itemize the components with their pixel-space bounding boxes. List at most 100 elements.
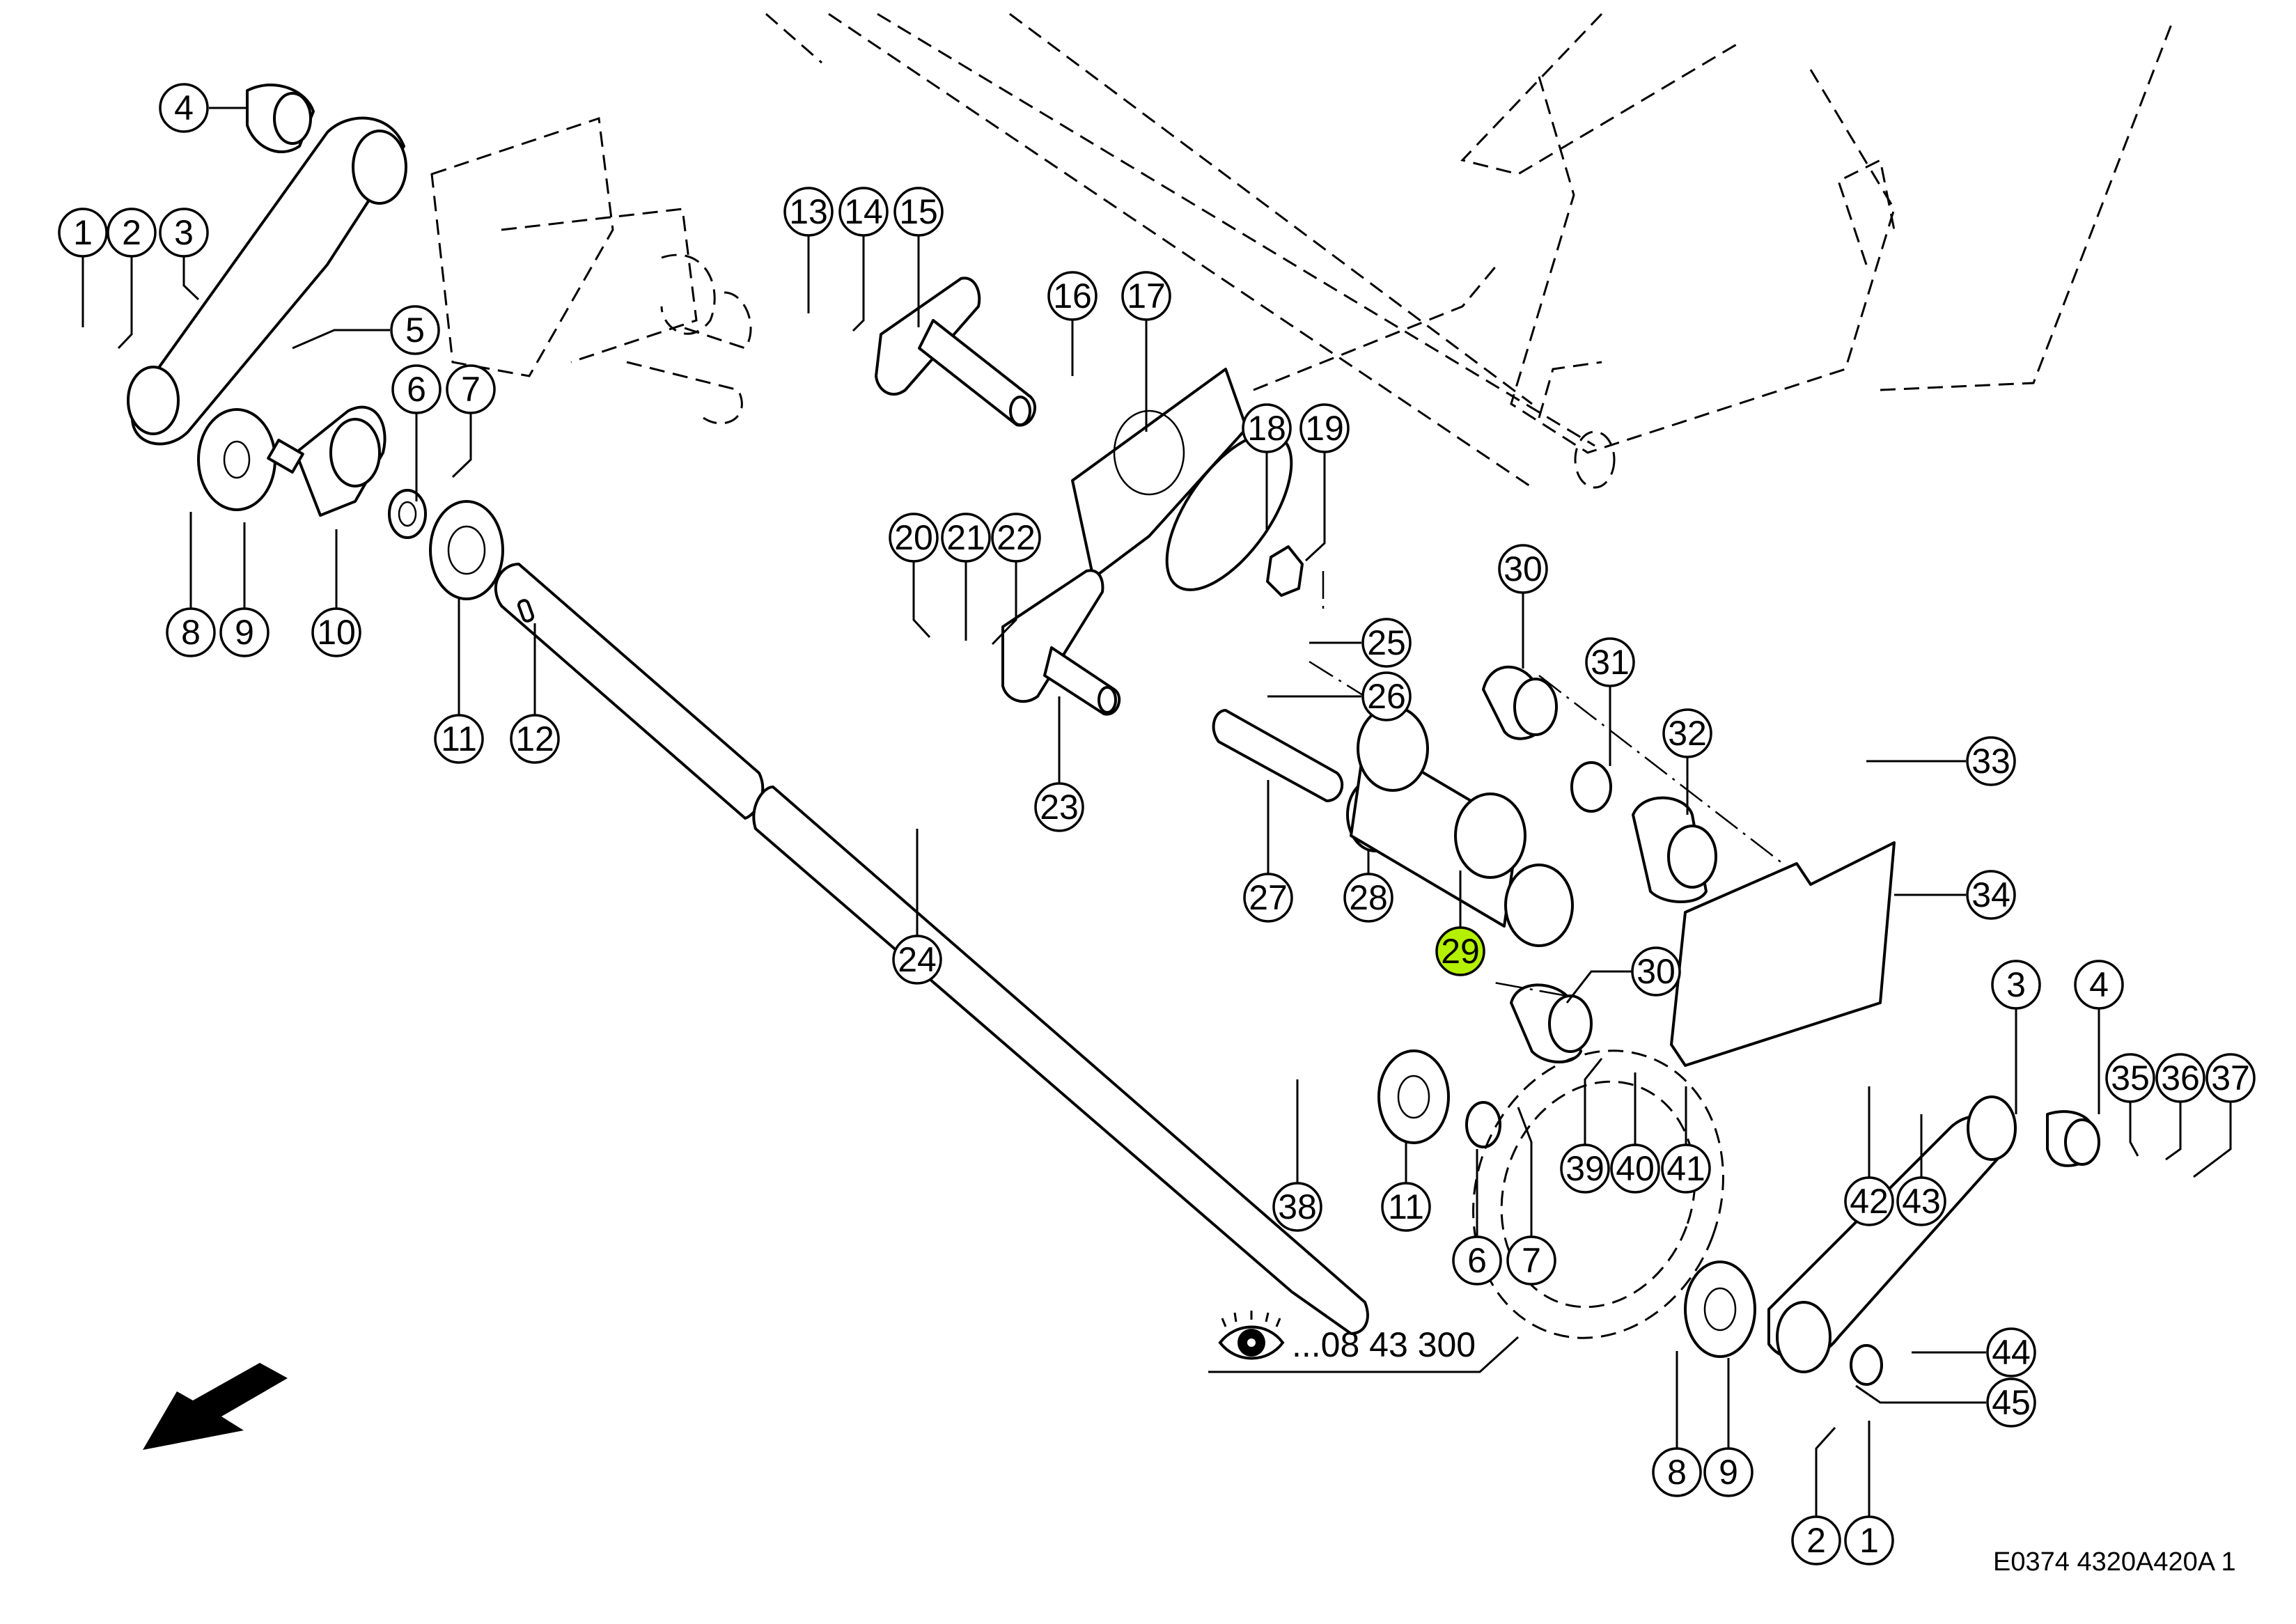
callout-35[interactable]: 35 [2105,1053,2155,1103]
callout-39[interactable]: 39 [1560,1143,1610,1194]
svg-text:16: 16 [1053,276,1092,315]
callout-43[interactable]: 43 [1896,1176,1946,1226]
svg-text:41: 41 [1666,1149,1705,1188]
callout-44[interactable]: 44 [1986,1327,2036,1377]
callout-22[interactable]: 22 [991,513,1041,563]
callout-14[interactable]: 14 [838,187,889,237]
svg-text:31: 31 [1591,643,1630,682]
svg-text:22: 22 [997,518,1036,557]
bearing-6-right [1465,1101,1501,1148]
callout-27[interactable]: 27 [1243,873,1293,923]
callout-3-right[interactable]: 3 [1991,960,2041,1010]
callout-32[interactable]: 32 [1662,708,1712,758]
leader-lines [81,107,2232,1517]
callout-9[interactable]: 9 [219,607,270,657]
lever-arm-left [127,84,407,446]
svg-text:2: 2 [1806,1521,1826,1560]
svg-text:15: 15 [899,192,938,231]
callout-36[interactable]: 36 [2155,1053,2205,1103]
callout-17[interactable]: 17 [1121,271,1171,321]
callout-23[interactable]: 23 [1034,782,1084,832]
callout-31[interactable]: 31 [1585,637,1635,687]
svg-text:14: 14 [844,192,883,231]
eye-icon [1218,1311,1285,1360]
callout-45[interactable]: 45 [1986,1377,2036,1428]
svg-text:29: 29 [1441,932,1480,971]
svg-text:45: 45 [1992,1383,2031,1422]
bearing-flange-11-left [429,500,504,600]
bearing-23 [1001,569,1121,716]
callout-11[interactable]: 11 [434,714,484,764]
callout-16[interactable]: 16 [1047,271,1098,321]
svg-text:13: 13 [789,192,828,231]
pin-27 [1212,709,1344,802]
svg-text:25: 25 [1367,623,1406,662]
callout-19[interactable]: 19 [1299,403,1350,453]
svg-text:30: 30 [1504,549,1543,588]
callout-29-highlighted[interactable]: 29 [1435,926,1485,976]
bearing-flange-9 [197,408,276,511]
callout-42[interactable]: 42 [1844,1176,1894,1226]
svg-text:3: 3 [2006,965,2026,1004]
callout-2-right[interactable]: 2 [1791,1515,1841,1566]
svg-text:21: 21 [946,518,985,557]
callout-6[interactable]: 6 [391,364,442,414]
callout-7-right[interactable]: 7 [1506,1235,1556,1286]
callout-21[interactable]: 21 [941,513,991,563]
callouts: 4 1 2 3 5 6 7 8 9 10 11 12 13 14 15 16 1… [58,83,2256,1566]
callout-13[interactable]: 13 [783,187,834,237]
callout-12[interactable]: 12 [510,714,560,764]
callout-33[interactable]: 33 [1966,736,2016,786]
callout-2[interactable]: 2 [107,208,157,258]
bracket-34 [1670,841,1896,1067]
callout-8[interactable]: 8 [166,607,216,657]
callout-38[interactable]: 38 [1272,1182,1322,1232]
callout-8-right[interactable]: 8 [1652,1447,1702,1497]
callout-11-right[interactable]: 11 [1381,1182,1431,1232]
bushing-32 [1632,796,1717,903]
phantom-frame [430,13,2174,489]
callout-25[interactable]: 25 [1361,618,1412,668]
callout-28[interactable]: 28 [1343,873,1393,923]
svg-text:12: 12 [515,719,554,758]
callout-4[interactable]: 4 [159,83,209,133]
reference-text: ...08 43 300 [1292,1325,1476,1364]
svg-text:42: 42 [1850,1182,1889,1221]
svg-text:6: 6 [1467,1241,1487,1280]
svg-text:11: 11 [1388,1187,1424,1226]
callout-41[interactable]: 41 [1661,1143,1711,1194]
callout-37[interactable]: 37 [2205,1053,2256,1103]
callout-26[interactable]: 26 [1361,671,1412,721]
svg-text:5: 5 [405,311,425,350]
callout-30-top[interactable]: 30 [1498,544,1548,594]
bushing-30-bottom [1510,983,1593,1063]
svg-text:24: 24 [898,940,937,979]
callout-15[interactable]: 15 [893,187,944,237]
bearing-6-left [388,489,427,539]
arrow-down-left-icon [143,1363,288,1450]
svg-text:9: 9 [1719,1453,1738,1492]
callout-3[interactable]: 3 [159,208,209,258]
callout-10[interactable]: 10 [311,607,361,657]
callout-1[interactable]: 1 [58,208,108,258]
bearing-15 [875,276,1036,427]
callout-40[interactable]: 40 [1610,1143,1660,1194]
callout-20[interactable]: 20 [889,513,939,563]
callout-34[interactable]: 34 [1966,870,2016,920]
callout-5[interactable]: 5 [390,305,440,355]
callout-7[interactable]: 7 [446,364,496,414]
callout-4-right[interactable]: 4 [2074,960,2124,1010]
callout-24[interactable]: 24 [892,935,942,985]
svg-text:3: 3 [174,213,194,252]
svg-text:33: 33 [1971,742,2010,781]
callout-30-bottom[interactable]: 30 [1631,946,1681,997]
callout-18[interactable]: 18 [1242,403,1292,453]
callout-1-right[interactable]: 1 [1844,1515,1894,1566]
svg-text:34: 34 [1971,875,2010,914]
svg-text:26: 26 [1367,677,1406,716]
svg-text:20: 20 [894,518,933,557]
callout-9-right[interactable]: 9 [1703,1447,1754,1497]
nut-19 [1266,545,1304,597]
callout-6-right[interactable]: 6 [1452,1235,1502,1286]
